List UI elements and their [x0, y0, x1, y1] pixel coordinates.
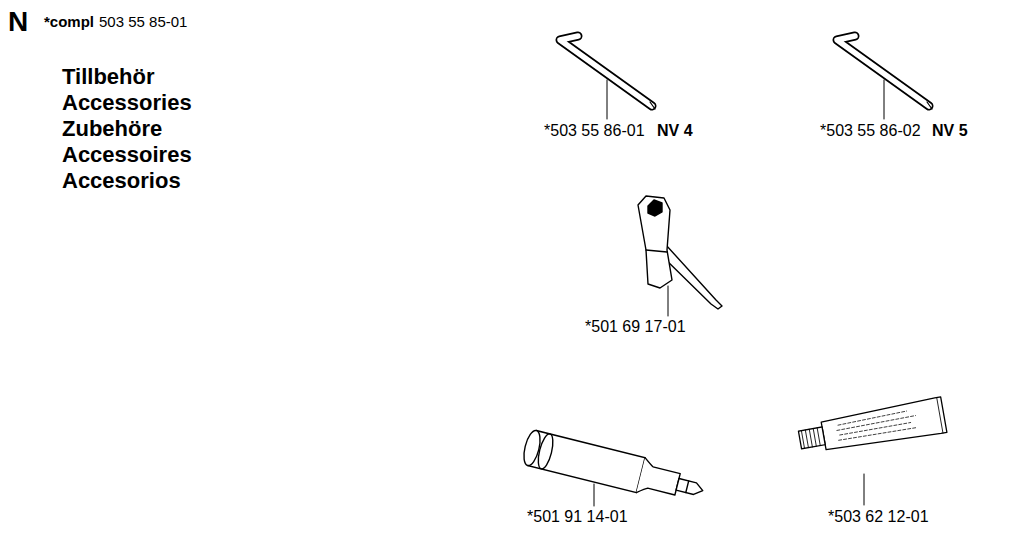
- part-number: *503 62 12-01: [828, 509, 929, 525]
- section-letter: N: [8, 8, 28, 36]
- hex-key: [560, 36, 655, 119]
- part-number: *503 55 86-01: [544, 123, 645, 139]
- heading-line: Accessories: [62, 92, 192, 114]
- size-label: NV 5: [932, 123, 968, 139]
- grease-gun-tool: [521, 429, 707, 508]
- kit-prefix: *compl: [44, 14, 94, 29]
- grease-tube: [797, 397, 947, 458]
- size-label: NV 4: [657, 123, 693, 139]
- hex-key: [837, 36, 932, 119]
- heading-line: Accesorios: [62, 170, 181, 192]
- part-number: *501 91 14-01: [527, 509, 628, 525]
- heading-line: Accessoires: [62, 144, 192, 166]
- kit-number: 503 55 85-01: [99, 14, 187, 29]
- part-number: *503 55 86-02: [820, 123, 921, 139]
- part-number: *501 69 17-01: [585, 319, 686, 335]
- combination-spanner: [638, 196, 722, 316]
- heading-line: Tillbehör: [62, 66, 155, 88]
- heading-line: Zubehöre: [62, 118, 162, 140]
